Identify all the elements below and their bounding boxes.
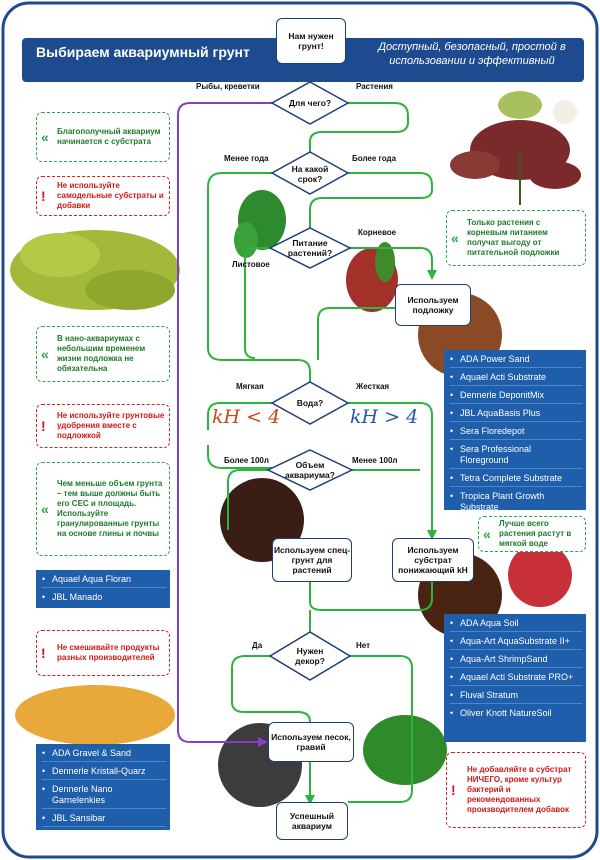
list-item: Fluval Stratum xyxy=(450,690,582,704)
list-item: Aqua-Art ShrimpSand xyxy=(450,654,582,668)
tip-text: Не используйте грунтовые удобрения вмест… xyxy=(57,411,165,440)
plant-illustration-red xyxy=(346,242,398,312)
decision-term: На какой срок? xyxy=(291,164,329,184)
plant-illustration-moss xyxy=(363,715,447,785)
label-leaf: Листовое xyxy=(232,260,270,269)
page-subtitle: Доступный, безопасный, простой в использ… xyxy=(378,41,566,67)
warning-icon: ! xyxy=(41,418,46,434)
list-item: Oliver Knott NatureSoil xyxy=(450,708,582,721)
label-no: Нет xyxy=(356,641,371,650)
node-special-soil: Используем спец-грунт для растений xyxy=(272,538,352,582)
list-special: Aquael Aqua Floran JBL Manado xyxy=(42,574,166,605)
node-sand-gravel: Используем песок, гравий xyxy=(268,722,354,762)
list-gravel: ADA Gravel & Sand Dennerle Kristall-Quar… xyxy=(42,748,166,844)
tip-text: Чем меньше объем грунта – тем выше должн… xyxy=(57,479,163,538)
tip-text: Только растения с корневым питанием полу… xyxy=(467,218,560,257)
list-item: Tropica Plant Growth Substrate xyxy=(450,491,582,515)
product-list-lowering: ADA Aqua Soil Aqua-Art AquaSubstrate II+… xyxy=(444,614,586,742)
list-item: ADA Gravel & Sand xyxy=(42,748,166,762)
list-lowering: ADA Aqua Soil Aqua-Art AquaSubstrate II+… xyxy=(450,618,582,721)
list-item: Sera Floredepot xyxy=(450,426,582,440)
label-root: Корневое xyxy=(358,228,397,237)
label-less-100: Менее 100л xyxy=(352,456,398,465)
tip-green-root: « Только растения с корневым питанием по… xyxy=(446,210,586,266)
node-use-substrate: Используем подложку xyxy=(395,284,471,326)
label-kh-low: kH < 4 xyxy=(212,406,281,428)
tip-text: Благополучный аквариум начинается с субс… xyxy=(57,127,161,146)
label-more-100: Более 100л xyxy=(224,456,269,465)
list-substrates: ADA Power Sand Aquael Acti Substrate Den… xyxy=(450,354,582,515)
label-yes: Да xyxy=(252,641,263,650)
product-list-special: Aquael Aqua Floran JBL Manado xyxy=(36,570,170,608)
list-item: Aquael Acti Substrate PRO+ xyxy=(450,672,582,686)
label-plants: Растения xyxy=(356,82,393,91)
flow-arrowheads xyxy=(258,270,437,805)
plant-illustration-orange xyxy=(15,685,175,745)
list-item: Aqua-Art AquaSubstrate II+ xyxy=(450,636,582,650)
list-item: Tetra Complete Substrate xyxy=(450,473,582,487)
double-chevron-icon: « xyxy=(451,230,459,246)
warning-icon: ! xyxy=(41,645,46,661)
tip-green-substrate: « Благополучный аквариум начинается с су… xyxy=(36,112,170,162)
tip-text: Лучше всего растения растут в мягкой вод… xyxy=(499,519,572,548)
tip-red-fertilizer: ! Не используйте грунтовые удобрения вме… xyxy=(36,404,170,448)
label-soft: Мягкая xyxy=(236,382,264,391)
decision-nutrition: Питание растений? xyxy=(287,238,333,258)
warning-icon: ! xyxy=(451,782,456,798)
tip-green-nano: « В нано-аквариумах с небольшим временем… xyxy=(36,326,170,382)
tip-red-mix: ! Не смешивайте продукты разных производ… xyxy=(36,630,170,676)
product-list-substrates: ADA Power Sand Aquael Acti Substrate Den… xyxy=(444,350,586,512)
tip-red-additives: ! Не добавляйте в субстрат НИЧЕГО, кроме… xyxy=(446,752,586,828)
node-kh-lowering: Используем субстрат понижающий kH xyxy=(392,538,474,582)
double-chevron-icon: « xyxy=(41,346,49,362)
list-item: Aquael Aqua Floran xyxy=(42,574,166,588)
decision-shapes xyxy=(266,81,354,681)
list-item: JBL AquaBasis Plus xyxy=(450,408,582,422)
label-less-year: Менее года xyxy=(224,154,269,163)
decision-volume: Объем аквариума? xyxy=(285,460,335,480)
decision-purpose: Для чего? xyxy=(288,98,332,108)
list-item: Aquael Acti Substrate xyxy=(450,372,582,386)
list-item: JBL Manado xyxy=(42,592,166,605)
double-chevron-icon: « xyxy=(483,526,491,542)
product-list-gravel: ADA Gravel & Sand Dennerle Kristall-Quar… xyxy=(36,744,170,842)
list-item: JBL Sansibar xyxy=(42,813,166,827)
double-chevron-icon: « xyxy=(41,129,49,145)
tip-green-soft: « Лучше всего растения растут в мягкой в… xyxy=(478,516,586,552)
page-title: Выбираем аквариумный грунт xyxy=(36,44,250,60)
label-kh-high: kH > 4 xyxy=(350,406,419,428)
label-more-year: Более года xyxy=(352,154,397,163)
tip-text: Не смешивайте продукты разных производит… xyxy=(57,643,160,662)
plant-illustration-red-right xyxy=(508,543,572,607)
edge-fish-path xyxy=(177,102,280,743)
list-item: Sera Professional Floreground xyxy=(450,444,582,469)
list-item: ADA Power Sand xyxy=(450,354,582,368)
warning-icon: ! xyxy=(41,188,46,204)
tip-text: Не добавляйте в субстрат НИЧЕГО, кроме к… xyxy=(467,765,572,814)
node-start: Нам нужен грунт! xyxy=(276,18,346,64)
decision-water: Вода? xyxy=(296,398,324,408)
node-end: Успешный аквариум xyxy=(276,802,348,840)
list-item: Dennerle DeponitMix xyxy=(450,390,582,404)
plant-illustration-top-right xyxy=(450,91,581,205)
tip-red-homemade: ! Не используйте самодельные субстраты и… xyxy=(36,176,170,216)
list-item: Hagen Gravel xyxy=(42,831,166,844)
tip-text: В нано-аквариумах с небольшим временем ж… xyxy=(57,334,146,373)
list-item: ADA Aqua Soil xyxy=(450,618,582,632)
list-item: Dennerle Nano Garnelenkies xyxy=(42,784,166,809)
decision-decor: Нужен декор? xyxy=(295,646,325,666)
double-chevron-icon: « xyxy=(41,501,49,517)
label-hard: Жесткая xyxy=(356,382,390,391)
plant-illustration-left xyxy=(10,230,180,310)
tip-text: Не используйте самодельные субстраты и д… xyxy=(57,181,164,210)
label-fish: Рыбы, креветки xyxy=(196,82,260,91)
list-item: Dennerle Kristall-Quarz xyxy=(42,766,166,780)
tip-green-cec: « Чем меньше объем грунта – тем выше дол… xyxy=(36,462,170,556)
